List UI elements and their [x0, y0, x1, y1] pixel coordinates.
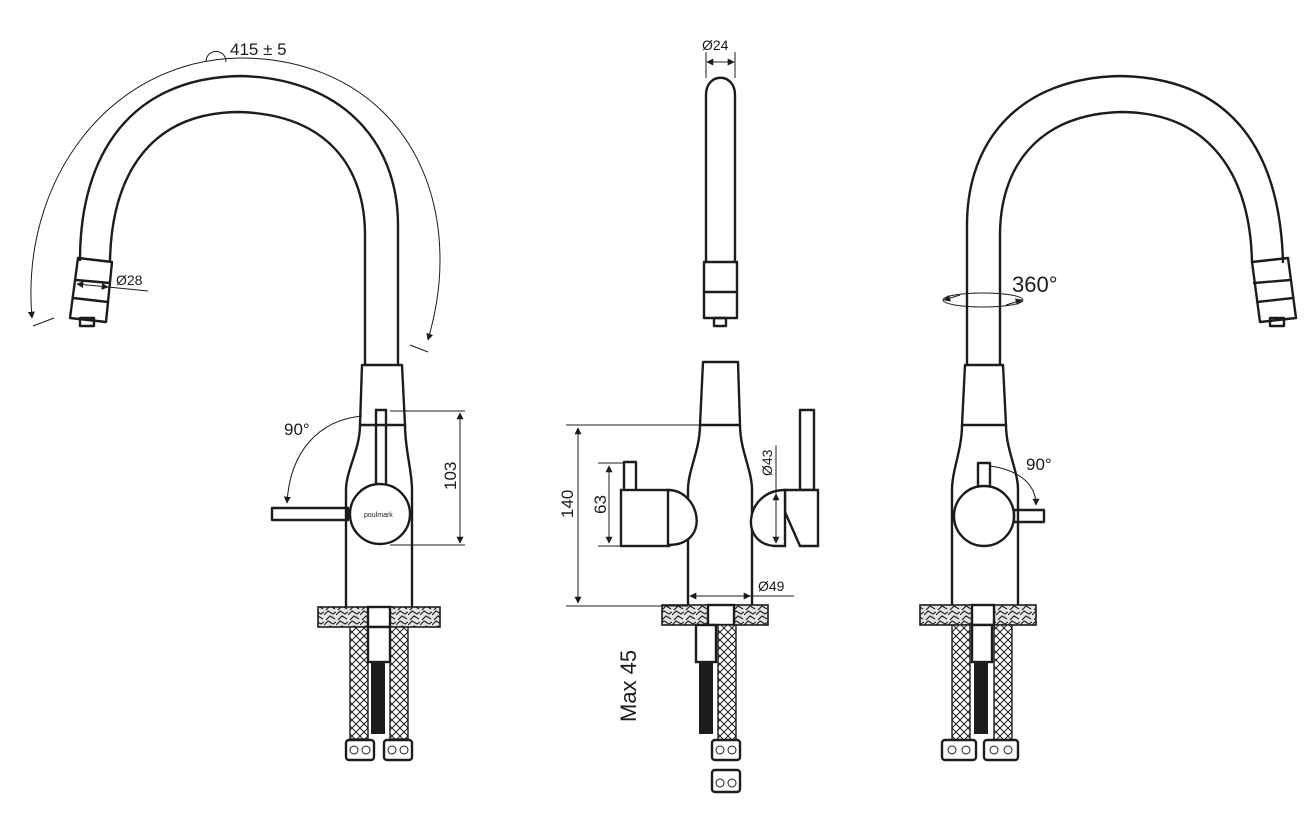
- spout-diameter-left: Ø28: [116, 272, 143, 288]
- total-height-label: 140: [558, 490, 577, 518]
- spray-head-right: [1250, 256, 1298, 324]
- spout-rotation-label: 360°: [1012, 272, 1058, 297]
- spray-nozzle: [78, 316, 96, 328]
- right-view: 360° 90°: [919, 74, 1298, 762]
- lever-rotation-arc-right: [989, 465, 1040, 506]
- lever-hub: [348, 482, 412, 546]
- hose-connectors: [344, 738, 414, 762]
- lever-left-handle: [622, 460, 638, 494]
- spout-arc-label: 415 ± 5: [230, 40, 287, 59]
- middle-view: Ø24 140 63 Ø43 Ø49 Max 45: [558, 37, 820, 794]
- spout-rotation-ellipse: [942, 292, 1024, 308]
- threaded-rod-middle: [699, 662, 713, 734]
- spout-straight: [704, 76, 737, 264]
- lever-right-handle: [798, 408, 816, 492]
- body-diameter-label: Ø43: [759, 449, 775, 476]
- lever-height-label: 63: [591, 495, 610, 514]
- lever-rotation-right: 90°: [1026, 455, 1052, 474]
- spray-head: [68, 256, 114, 324]
- spray-nozzle-right: [1268, 316, 1286, 328]
- spout-outline: [108, 110, 367, 367]
- hose-right-right-view: [993, 624, 1013, 741]
- lever-rotated-position: [270, 506, 350, 522]
- left-view: poulmark 415 ± 5 Ø28 90° 103: [27, 40, 465, 762]
- threaded-rod-right: [974, 662, 988, 734]
- hose-right: [389, 626, 409, 740]
- max-countertop-label: Max 45: [616, 650, 641, 722]
- spout-outline-outer: [78, 74, 400, 367]
- hose-connectors-right: [940, 738, 1020, 762]
- spout-ring: [702, 260, 739, 320]
- lever-rotated-right: [1012, 508, 1046, 524]
- hose-middle: [717, 624, 737, 741]
- threaded-rod: [371, 662, 385, 734]
- hose-left-right-view: [951, 624, 971, 741]
- arc-dimension: [27, 57, 441, 341]
- hose-left: [349, 626, 369, 740]
- spout-inner-right: [998, 110, 1254, 367]
- lever-hub-right: [952, 484, 1016, 548]
- lever-rotation-arc: [283, 415, 363, 504]
- spout-outline-right: [965, 74, 1285, 367]
- hose-connectors-middle: [710, 738, 742, 794]
- lever-left-block: [619, 488, 671, 548]
- body-height-label: 103: [441, 462, 460, 490]
- lever-rotation-left: 90°: [284, 420, 310, 439]
- tap-body-front: [686, 360, 754, 608]
- brand-logo: poulmark: [364, 512, 393, 519]
- spout-diameter-middle: Ø24: [702, 37, 729, 53]
- base-diameter-label: Ø49: [758, 578, 785, 594]
